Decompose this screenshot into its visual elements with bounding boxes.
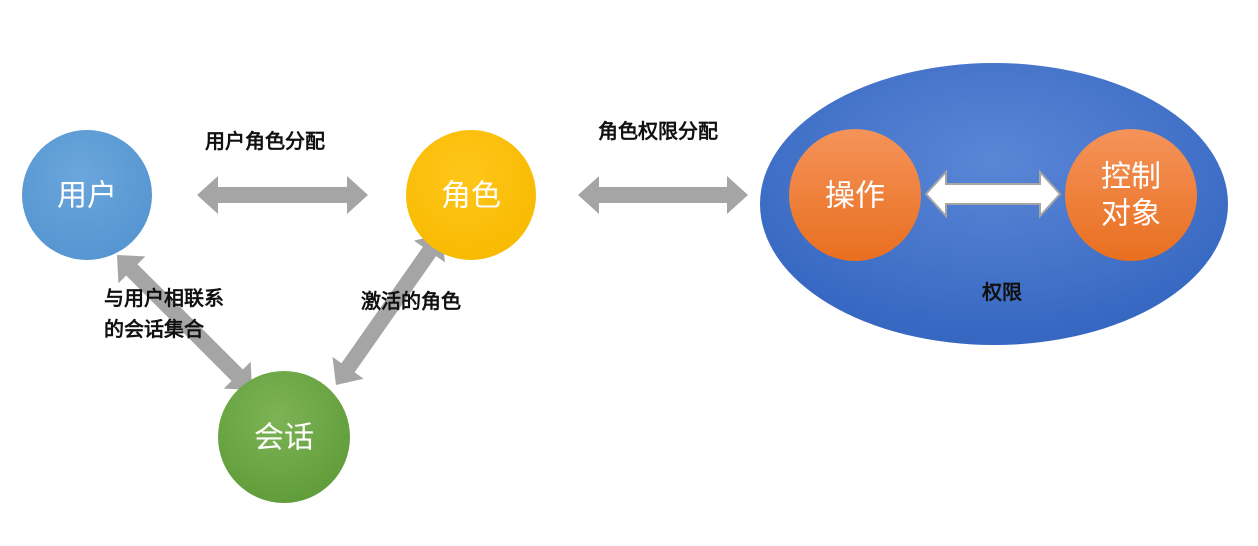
user-node [22, 130, 152, 260]
role-node-label: 角色 [441, 179, 501, 214]
user-session-arrow [117, 255, 253, 391]
active-roles-label: 激活的角色 [361, 289, 461, 313]
session-node-label: 会话 [254, 421, 314, 456]
session-node [218, 371, 350, 503]
control-object-node [1065, 129, 1197, 261]
user-role-arrow [197, 176, 368, 214]
operation-node-label: 操作 [825, 179, 885, 214]
user-role-assignment-label: 用户角色分配 [205, 129, 325, 153]
role-permission-assignment-label: 角色权限分配 [598, 119, 718, 143]
operation-object-arrow [924, 169, 1062, 219]
user-node-label: 用户 [57, 179, 117, 214]
permission-label: 权限 [982, 280, 1022, 304]
role-permission-arrow [578, 176, 748, 214]
control-object-label-line1: 控制 [1101, 160, 1161, 195]
operation-node [789, 129, 921, 261]
control-object-label-line2: 对象 [1101, 197, 1161, 232]
role-node [406, 130, 536, 260]
session-role-arrow [332, 234, 446, 385]
user-sessions-label: 与用户相联系 的会话集合 [104, 286, 224, 341]
